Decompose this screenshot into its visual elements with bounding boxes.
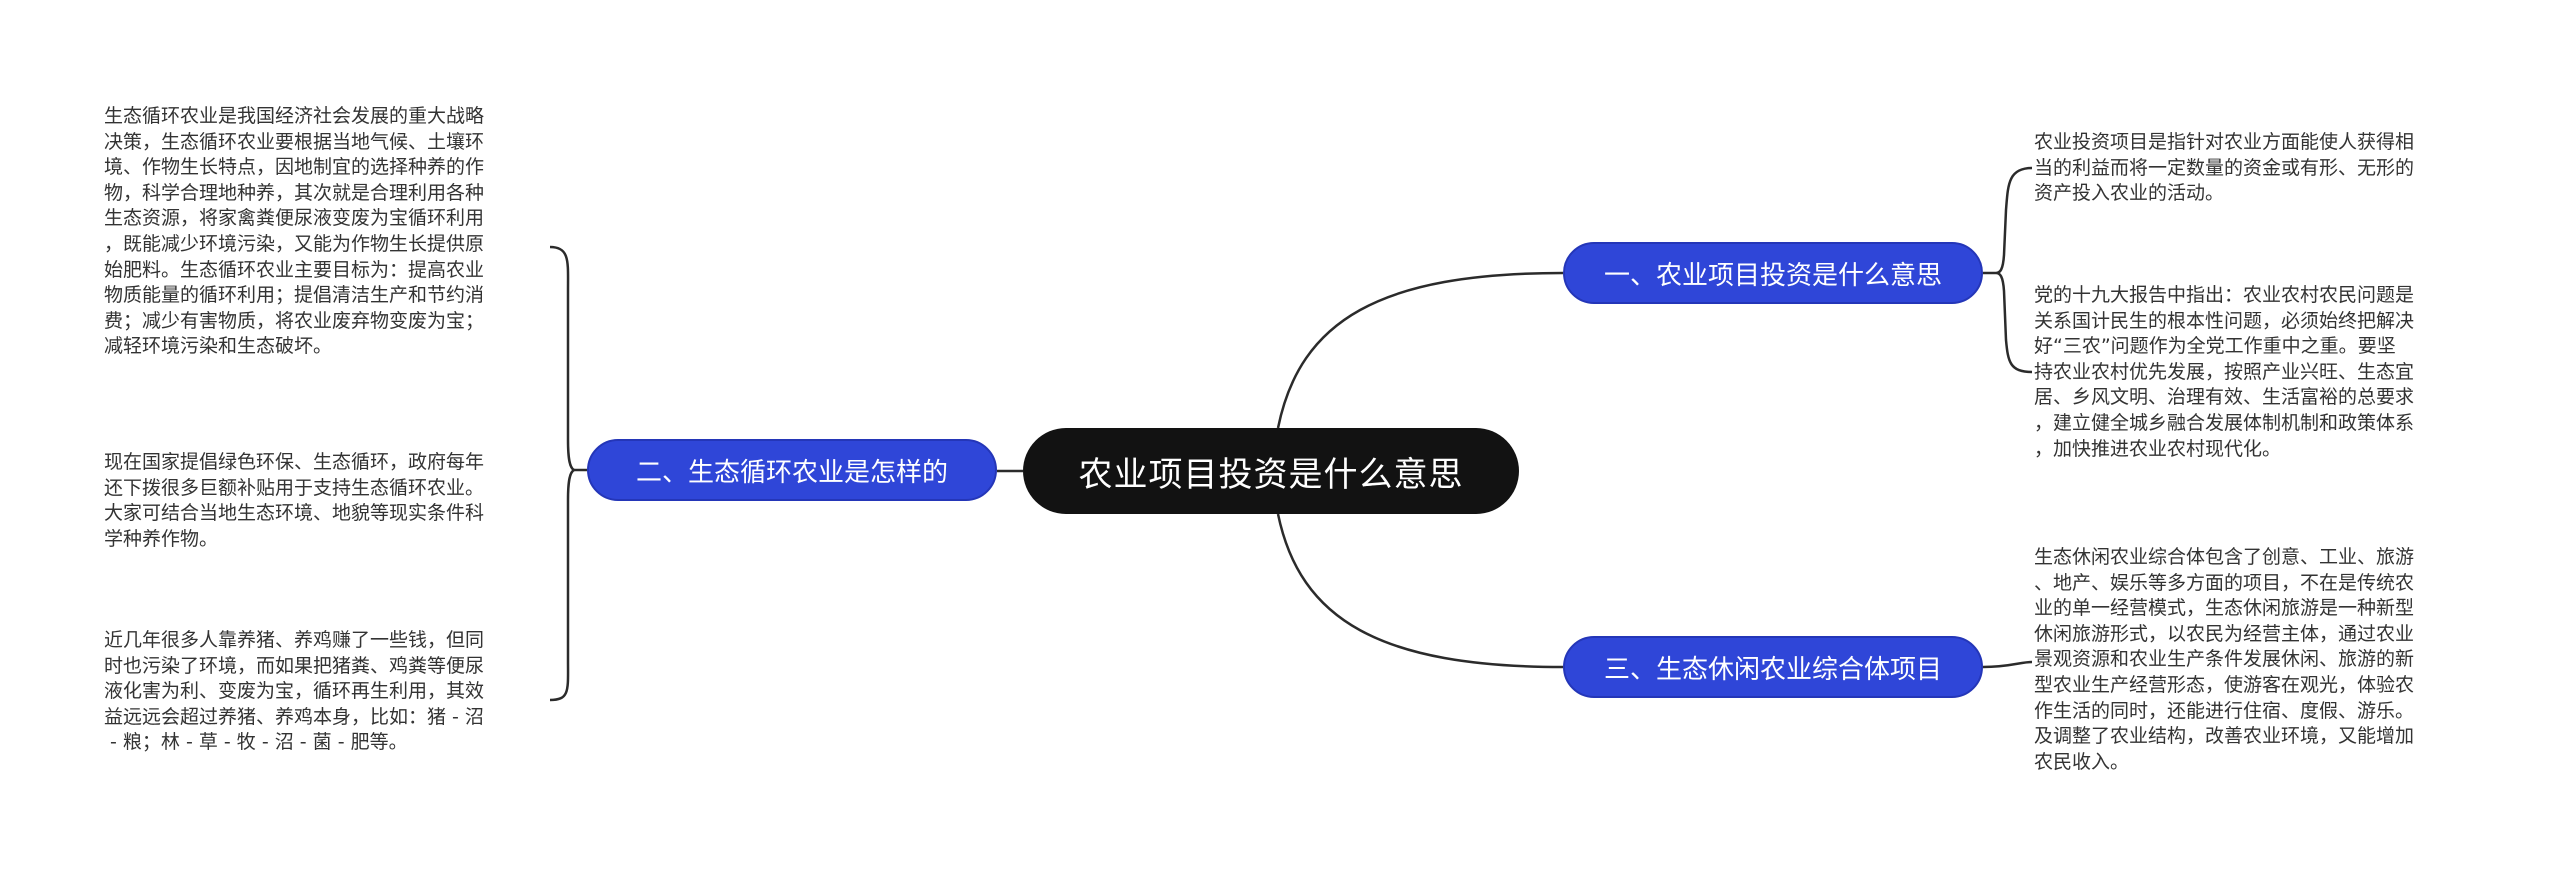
leaf-text-2-2: 现在国家提倡绿色环保、生态循环，政府每年 还下拨很多巨额补贴用于支持生态循环农业… (104, 451, 485, 550)
connector-root-to-branch-3 (1276, 513, 1564, 669)
root-topic[interactable]: 农业项目投资是什么意思 (1023, 428, 1519, 514)
branch-topic-3[interactable]: 三、生态休闲农业综合体项目 (1563, 636, 1983, 698)
bracket-branch-2 (549, 245, 577, 702)
root-topic-label: 农业项目投资是什么意思 (1078, 454, 1464, 495)
branch-topic-2[interactable]: 二、生态循环农业是怎样的 (587, 439, 997, 501)
leaf-text-2-1: 生态循环农业是我国经济社会发展的重大战略 决策，生态循环农业要根据当地气候、土壤… (104, 105, 485, 358)
branch-topic-1-label: 一、农业项目投资是什么意思 (1603, 260, 1942, 291)
leaf-text-1-2: 党的十九大报告中指出：农业农村农民问题是 关系国计民生的根本性问题，必须始终把解… (2034, 284, 2415, 460)
bracket-branch-3 (1982, 660, 2033, 669)
bracket-branch-1 (1995, 166, 2033, 374)
leaf-text-2-3: 近几年很多人靠养猪、养鸡赚了一些钱，但同 时也污染了环境，而如果把猪粪、鸡粪等便… (104, 629, 485, 754)
connector-root-to-branch-1 (1276, 271, 1564, 429)
branch-topic-1[interactable]: 一、农业项目投资是什么意思 (1563, 242, 1983, 304)
leaf-text-3-1: 生态休闲农业综合体包含了创意、工业、旅游 、地产、娱乐等多方面的项目，不在是传统… (2034, 546, 2415, 773)
leaf-text-1-1: 农业投资项目是指针对农业方面能使人获得相 当的利益而将一定数量的资金或有形、无形… (2034, 131, 2415, 205)
branch-topic-3-label: 三、生态休闲农业综合体项目 (1603, 654, 1942, 685)
branch-topic-2-label: 二、生态循环农业是怎样的 (635, 457, 948, 488)
